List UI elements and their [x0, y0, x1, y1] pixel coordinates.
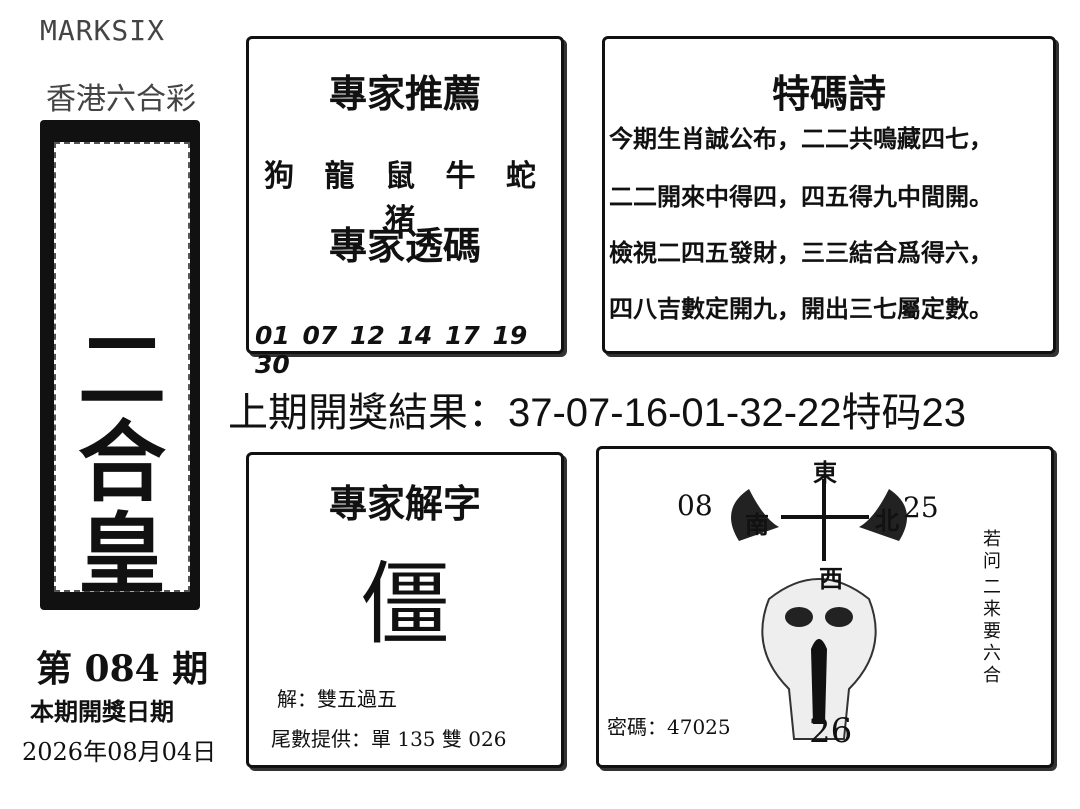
vertical-note-part2: 二来要六合 [983, 577, 1001, 686]
title-char-3: 皇 [77, 502, 166, 606]
issue-number: 第 084 期 [36, 648, 209, 690]
compass-north: 北 [875, 506, 899, 535]
recommend-title: 專家推薦 [328, 71, 481, 116]
vertical-note-part1: 若问 [983, 529, 1001, 572]
decode-panel: 專家解字 僵 解：雙五過五 尾數提供：單 135 雙 026 [246, 452, 564, 768]
poem-line: 四八吉數定開九，開出三七屬定數。 [609, 294, 993, 323]
draw-date: 2026年08月04日 [22, 738, 217, 766]
poem-line: 二二開來中得四，四五得九中間開。 [609, 182, 993, 211]
decode-explanation: 解：雙五過五 [277, 687, 397, 711]
skull-illustration [731, 479, 907, 740]
compass-east: 東 [813, 458, 837, 487]
recommend-panel: 專家推薦 狗 龍 鼠 牛 蛇 猪 專家透碼 01 07 12 14 17 19 … [246, 36, 564, 379]
secret-code: 密碼：47025 [607, 715, 731, 739]
compass-bottom-number: 26 [809, 711, 853, 751]
last-draw-result: 上期開獎結果：37-07-16-01-32-22特码23 [228, 391, 967, 435]
poem-line: 今期生肖誠公布，二二共鳴藏四七， [609, 124, 993, 153]
compass-left-number: 08 [677, 489, 713, 522]
page-title: 二 合 皇 [56, 324, 188, 600]
recommend-zodiacs: 狗 龍 鼠 牛 蛇 猪 [264, 159, 546, 238]
title-banner: 二 合 皇 [40, 120, 200, 610]
title-char-2: 合 [77, 410, 166, 514]
reveal-title: 專家透碼 [328, 223, 481, 268]
compass-west: 西 [819, 564, 843, 593]
draw-date-label: 本期開獎日期 [30, 697, 174, 726]
title-banner-inner: 二 合 皇 [54, 142, 190, 600]
compass-south: 南 [745, 510, 769, 539]
compass-right-number: 25 [903, 491, 939, 524]
decode-title: 專家解字 [328, 481, 481, 526]
poem-title: 特碼詩 [771, 71, 886, 116]
tail-numbers: 尾數提供：單 135 雙 026 [271, 727, 507, 751]
title-char-1: 二 [77, 318, 166, 422]
decode-character: 僵 [360, 552, 450, 657]
compass-panel: 東 南 西 北 08 25 26 密碼：47025 若问 二来要六合 [596, 446, 1054, 768]
recommend-numbers: 01 07 12 14 17 19 30 [255, 321, 528, 379]
lottery-name: 香港六合彩 [46, 82, 196, 117]
poem-line: 檢視二四五發財，三三結合爲得六， [609, 238, 993, 267]
poem-panel: 特碼詩 今期生肖誠公布，二二共鳴藏四七， 二二開來中得四，四五得九中間開。 檢視… [602, 36, 1056, 354]
brand-logo-text: MARKSIX [40, 14, 166, 47]
